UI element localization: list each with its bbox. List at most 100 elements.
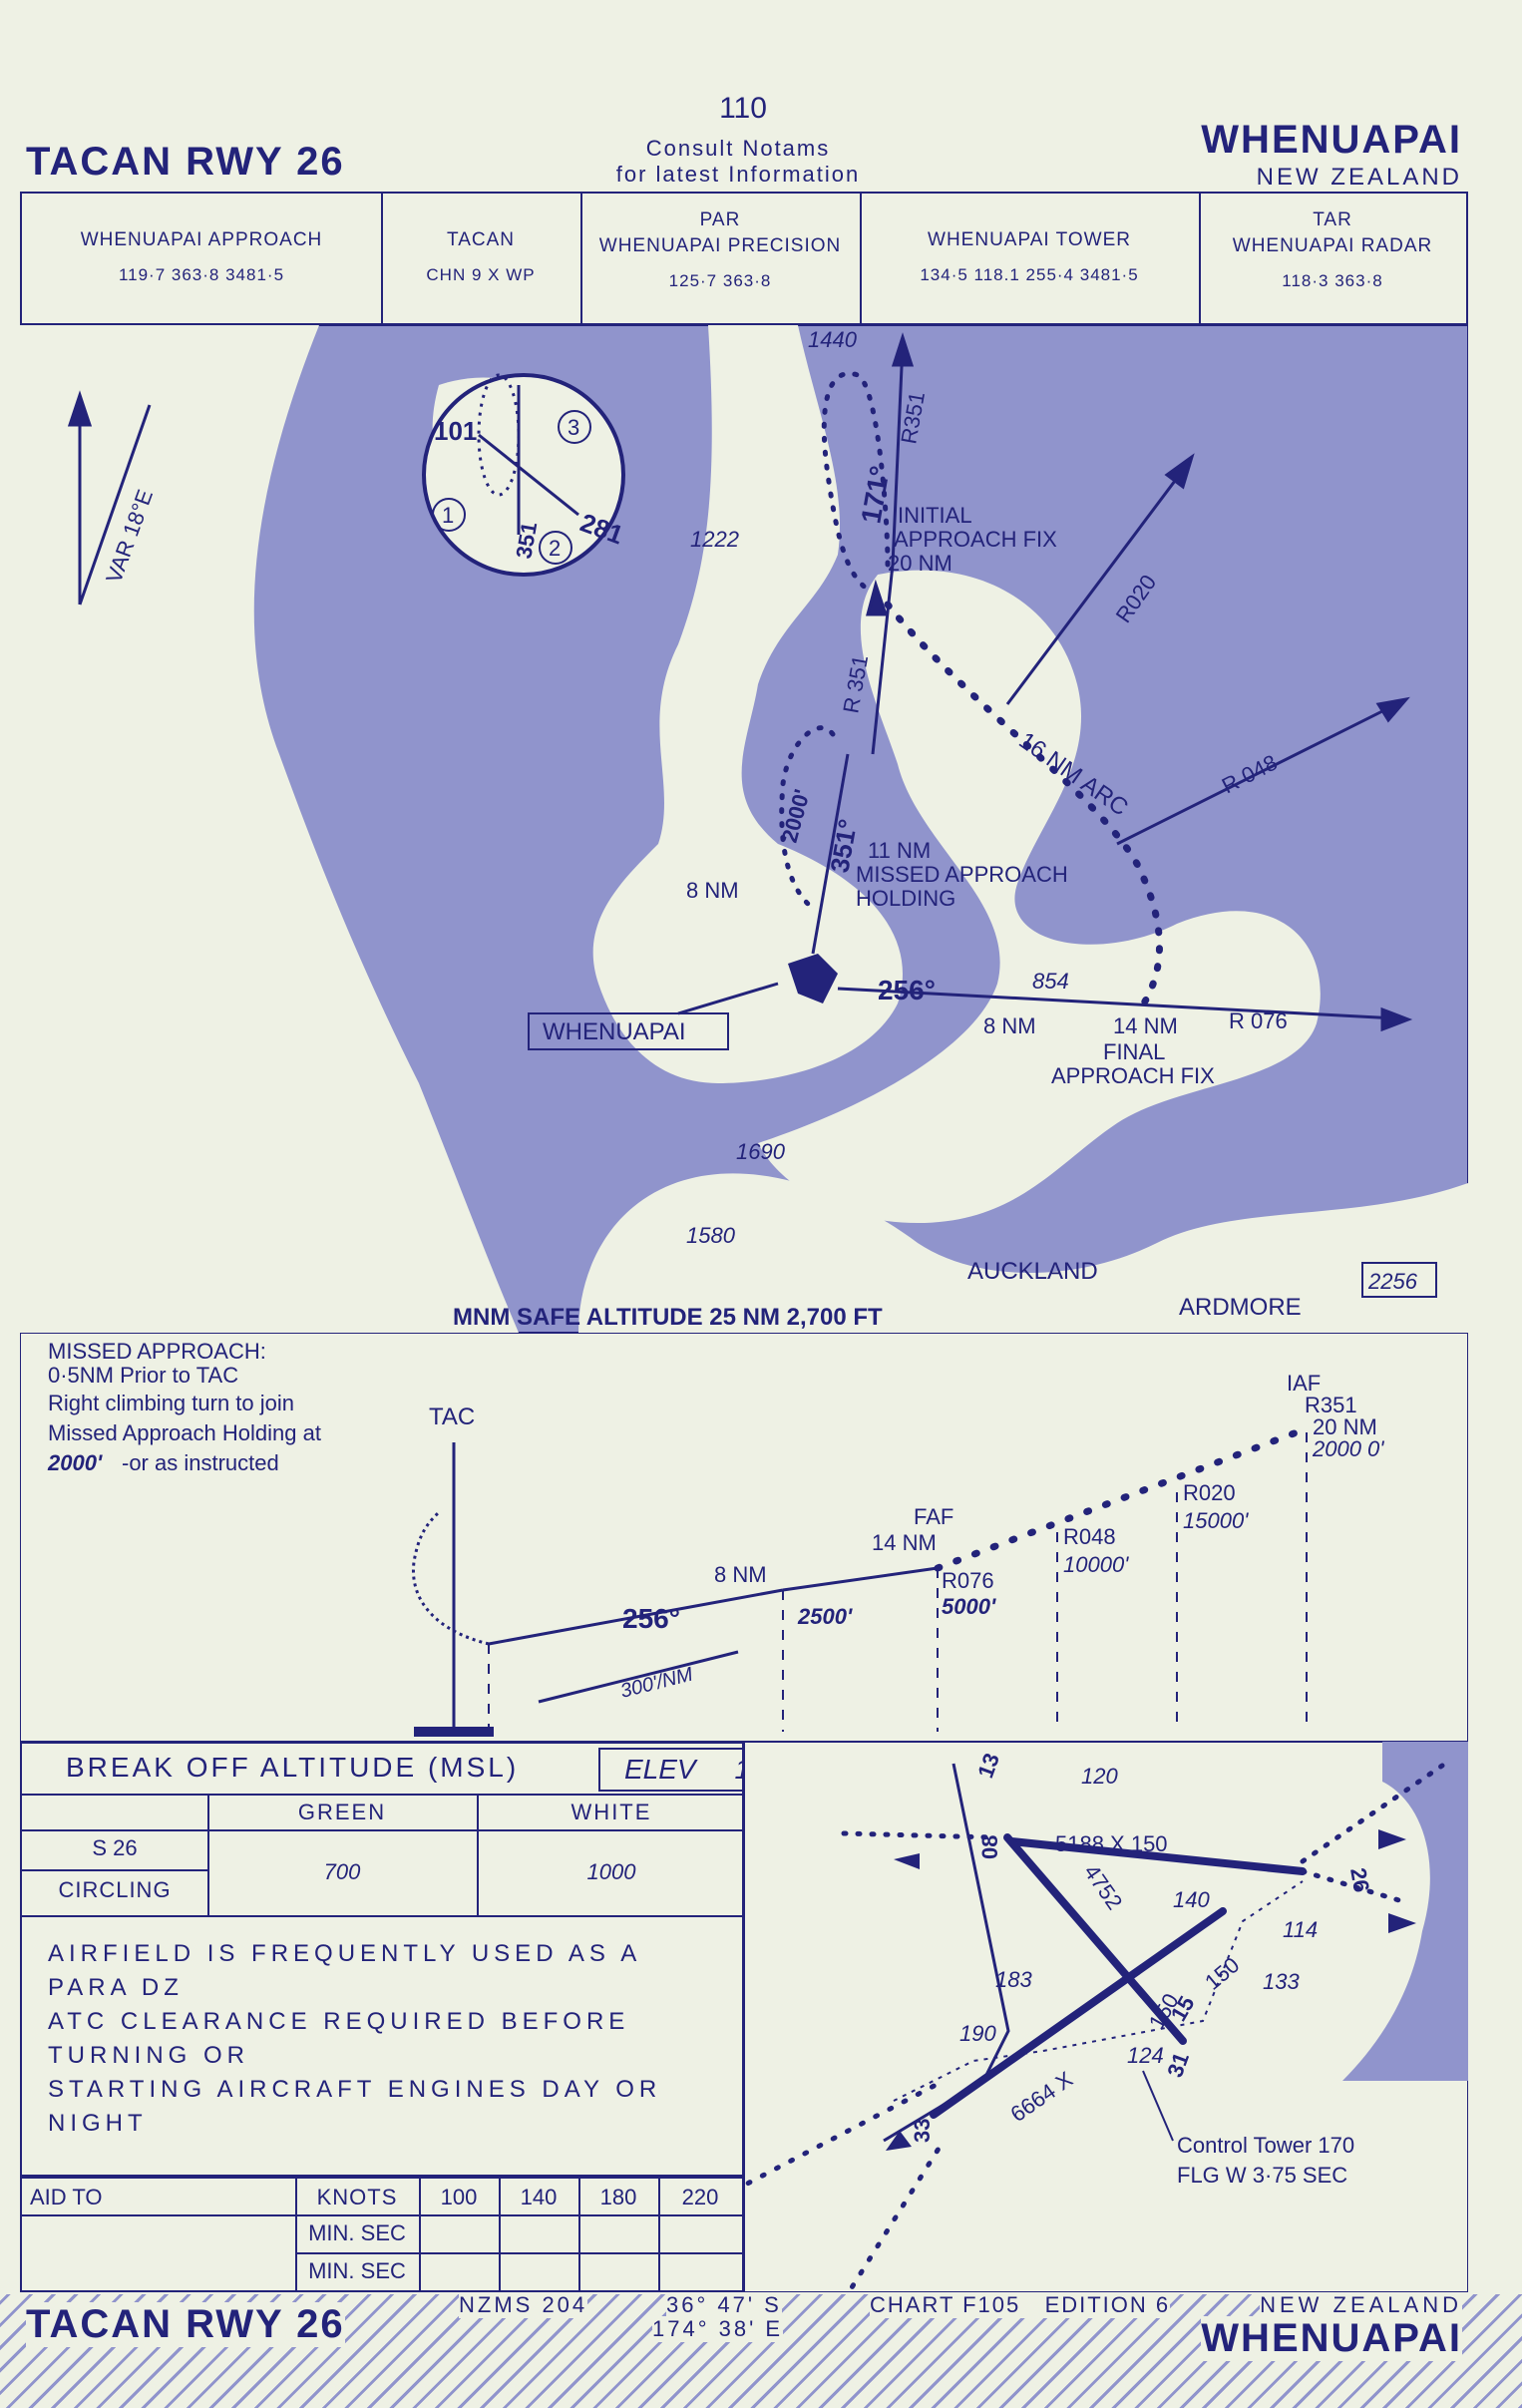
svg-text:R 076: R 076 bbox=[1229, 1008, 1288, 1033]
svg-text:114: 114 bbox=[1283, 1917, 1318, 1942]
profile-dotted-segment bbox=[934, 1428, 1301, 1572]
svg-text:14 NM: 14 NM bbox=[1113, 1013, 1178, 1038]
svg-text:FINAL: FINAL bbox=[1103, 1039, 1165, 1064]
timing-table: AID TO KNOTS 100 140 180 220 MIN. SEC MI… bbox=[20, 2177, 744, 2292]
harbour-east bbox=[758, 570, 1321, 1223]
harbour bbox=[592, 325, 903, 1083]
obstacle-1440: 1440 bbox=[808, 327, 858, 352]
svg-text:APPROACH FIX: APPROACH FIX bbox=[894, 527, 1057, 552]
plan-view: VAR 18°E 101 281 351 1 2 3 1440 1222 854… bbox=[20, 325, 1468, 1333]
svg-text:8 NM: 8 NM bbox=[686, 878, 739, 903]
obstacle-1580: 1580 bbox=[686, 1223, 736, 1248]
svg-text:2: 2 bbox=[549, 536, 561, 561]
svg-text:256°: 256° bbox=[878, 975, 936, 1005]
west-sea bbox=[20, 325, 519, 1333]
svg-text:IAF: IAF bbox=[1287, 1371, 1321, 1396]
svg-text:3: 3 bbox=[568, 415, 579, 440]
variation-arrow bbox=[67, 390, 152, 605]
svg-text:183: 183 bbox=[995, 1967, 1032, 1992]
svg-text:HOLDING: HOLDING bbox=[856, 886, 955, 911]
obstacle-854: 854 bbox=[1032, 969, 1069, 994]
break-off-title: BREAK OFF ALTITUDE (MSL) bbox=[66, 1752, 520, 1783]
svg-text:2000 0': 2000 0' bbox=[1312, 1436, 1384, 1461]
country-title: NEW ZEALAND bbox=[1256, 164, 1462, 191]
svg-text:20 NM: 20 NM bbox=[1313, 1414, 1377, 1439]
svg-text:-or as instructed: -or as instructed bbox=[122, 1450, 279, 1475]
footer-map-ref: NZMS 204 bbox=[459, 2292, 588, 2318]
svg-text:Missed Approach Holding at: Missed Approach Holding at bbox=[48, 1420, 321, 1445]
aerodrome-sea bbox=[1342, 1742, 1468, 2081]
freq-radar: TAR WHENUAPAI RADAR 118·3 363·8 bbox=[1232, 209, 1433, 290]
svg-text:08: 08 bbox=[977, 1835, 1002, 1859]
svg-text:TAC: TAC bbox=[429, 1404, 475, 1430]
svg-text:FLG W 3·75 SEC: FLG W 3·75 SEC bbox=[1177, 2163, 1347, 2188]
svg-text:133: 133 bbox=[1263, 1969, 1300, 1994]
missed-holding-dotted bbox=[779, 725, 836, 907]
freq-approach: WHENUAPAI APPROACH 119·7 363·8 3481·5 bbox=[22, 194, 383, 323]
airport-symbol bbox=[788, 954, 838, 1003]
svg-text:140: 140 bbox=[1173, 1887, 1210, 1912]
runway-13-31 bbox=[1003, 1833, 1187, 2045]
svg-text:120: 120 bbox=[1081, 1764, 1118, 1789]
svg-text:11 NM: 11 NM bbox=[868, 838, 931, 863]
msa-label: MNM SAFE ALTITUDE 25 NM 2,700 FT bbox=[453, 1304, 883, 1331]
notice-line2: for latest Information bbox=[615, 162, 861, 187]
svg-text:0·5NM Prior to TAC: 0·5NM Prior to TAC bbox=[48, 1363, 238, 1388]
svg-text:14 NM: 14 NM bbox=[872, 1530, 937, 1555]
svg-text:8 NM: 8 NM bbox=[983, 1013, 1036, 1038]
airport-title: WHENUAPAI bbox=[1201, 118, 1462, 162]
dme-arc-16nm bbox=[884, 601, 1163, 1017]
notice-line1: Consult Notams bbox=[645, 136, 831, 161]
svg-text:R048: R048 bbox=[1063, 1524, 1116, 1549]
south-sea bbox=[578, 1173, 1468, 1333]
minima-table: BREAK OFF ALTITUDE (MSL) ELEV 100 FT. GR… bbox=[20, 1742, 902, 1917]
page-number: 110 bbox=[719, 92, 767, 125]
obstacle-1222: 1222 bbox=[690, 527, 739, 552]
svg-text:R351: R351 bbox=[1305, 1393, 1357, 1417]
svg-text:26: 26 bbox=[1345, 1866, 1374, 1894]
holding-pattern-dotted bbox=[821, 371, 891, 593]
svg-text:8 NM: 8 NM bbox=[714, 1562, 767, 1587]
freq-tower: WHENUAPAI TOWER 134·5 118.1 255·4 3481·5 bbox=[860, 194, 1201, 323]
svg-text:190: 190 bbox=[959, 2021, 996, 2046]
svg-text:MISSED APPROACH:: MISSED APPROACH: bbox=[48, 1339, 266, 1364]
svg-text:101: 101 bbox=[434, 416, 477, 446]
svg-text:5188 X 150: 5188 X 150 bbox=[1055, 1831, 1168, 1856]
svg-text:15000': 15000' bbox=[1183, 1508, 1249, 1533]
footer-lon: 174° 38' E bbox=[652, 2316, 784, 2342]
notes-box: AIRFIELD IS FREQUENTLY USED AS A PARA DZ… bbox=[20, 1915, 744, 2177]
profile-view: MISSED APPROACH: 0·5NM Prior to TAC Righ… bbox=[20, 1333, 1468, 1742]
freq-par: PAR WHENUAPAI PRECISION 125·7 363·8 bbox=[580, 194, 862, 323]
svg-text:R076: R076 bbox=[942, 1568, 994, 1593]
route-lines bbox=[677, 332, 1413, 1032]
svg-text:Right climbing turn to join: Right climbing turn to join bbox=[48, 1391, 294, 1415]
svg-text:10000': 10000' bbox=[1063, 1552, 1129, 1577]
footer-procedure: TACAN RWY 26 bbox=[26, 2302, 345, 2347]
airport-label-map: WHENUAPAI bbox=[543, 1018, 686, 1045]
svg-text:2256: 2256 bbox=[1367, 1269, 1418, 1294]
svg-text:INITIAL: INITIAL bbox=[898, 503, 972, 528]
svg-text:R020: R020 bbox=[1183, 1480, 1236, 1505]
footer-lat: 36° 47' S bbox=[666, 2292, 782, 2318]
footer-country: NEW ZEALAND bbox=[1260, 2292, 1462, 2318]
svg-text:2000': 2000' bbox=[47, 1450, 103, 1475]
svg-text:33: 33 bbox=[910, 2119, 935, 2143]
svg-text:20 NM: 20 NM bbox=[888, 551, 952, 576]
holding-inset: 101 281 351 1 2 3 bbox=[422, 373, 627, 577]
svg-text:APPROACH FIX: APPROACH FIX bbox=[1051, 1063, 1215, 1088]
aerodrome-diagram: 13 31 08 26 15 33 5188 X 150 4752 150 15… bbox=[744, 1742, 1468, 2292]
svg-text:MISSED APPROACH: MISSED APPROACH bbox=[856, 862, 1068, 887]
svg-text:256°: 256° bbox=[622, 1603, 680, 1634]
svg-text:5000': 5000' bbox=[942, 1594, 996, 1619]
procedure-title: TACAN RWY 26 bbox=[26, 140, 345, 184]
obstacle-1690: 1690 bbox=[736, 1139, 786, 1164]
svg-text:FAF: FAF bbox=[914, 1504, 953, 1529]
freq-tacan: TACAN CHN 9 X WP bbox=[381, 194, 582, 323]
svg-text:Control Tower 170: Control Tower 170 bbox=[1177, 2133, 1354, 2158]
svg-text:ARDMORE: ARDMORE bbox=[1179, 1294, 1302, 1321]
frequency-strip: WHENUAPAI APPROACH 119·7 363·8 3481·5 TA… bbox=[20, 192, 1468, 325]
svg-text:1: 1 bbox=[442, 503, 454, 528]
footer-airport: WHENUAPAI bbox=[1201, 2316, 1462, 2361]
footer-chart: CHART F105 EDITION 6 bbox=[870, 2292, 1171, 2318]
runway-08-26 bbox=[1007, 1837, 1307, 1875]
